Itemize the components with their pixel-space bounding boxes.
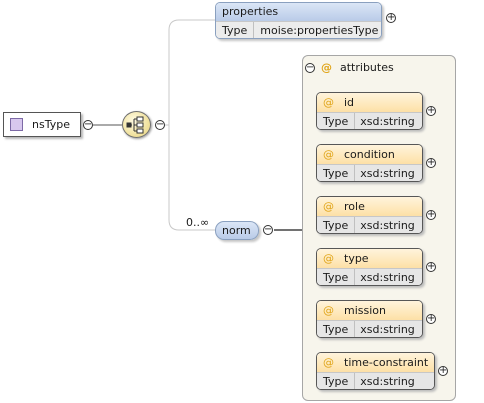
complex-type-icon (10, 118, 23, 131)
expand-toggle-icon[interactable]: + (386, 12, 396, 23)
element-name: properties (216, 3, 381, 21)
expand-toggle-icon[interactable]: + (426, 261, 436, 272)
attribute-marker: @ (323, 252, 334, 265)
root-element-label: nsType (32, 118, 70, 131)
expand-toggle-icon[interactable]: + (438, 365, 448, 376)
attribute-condition[interactable]: @ condition Type xsd:string (316, 144, 423, 182)
type-value: xsd:string (360, 271, 415, 284)
sequence-to-norm-line (168, 125, 215, 231)
expand-toggle-icon[interactable]: + (426, 313, 436, 324)
type-label: Type (317, 269, 356, 285)
root-element-nstype[interactable]: nsType (3, 112, 81, 137)
type-label: Type (216, 22, 255, 38)
type-value: xsd:string (360, 115, 415, 128)
element-properties[interactable]: properties Type moise:propertiesType (215, 2, 382, 39)
collapse-toggle-icon[interactable]: − (83, 119, 93, 130)
type-label: Type (317, 321, 356, 337)
attribute-type[interactable]: @ type Type xsd:string (316, 248, 423, 286)
attribute-mission[interactable]: @ mission Type xsd:string (316, 300, 423, 338)
attribute-name: mission (344, 304, 386, 317)
attribute-marker: @ (323, 200, 334, 213)
attributes-title: attributes (340, 61, 394, 74)
attribute-name: time-constraint (344, 356, 429, 369)
type-value: xsd:string (360, 219, 415, 232)
attribute-id[interactable]: @ id Type xsd:string (316, 92, 423, 130)
attribute-marker: @ (323, 96, 334, 109)
attribute-name: type (344, 252, 369, 265)
attribute-marker: @ (323, 304, 334, 317)
type-value: moise:propertiesType (260, 24, 379, 37)
collapse-toggle-icon[interactable]: − (305, 61, 315, 73)
type-label: Type (317, 373, 356, 389)
attribute-marker: @ (321, 61, 332, 74)
type-value: xsd:string (360, 323, 415, 336)
element-type-row: Type moise:propertiesType (216, 21, 381, 38)
cardinality-label: 0..∞ (186, 216, 210, 229)
attribute-time-constraint[interactable]: @ time-constraint Type xsd:string (316, 352, 435, 390)
attribute-name: role (344, 200, 365, 213)
expand-toggle-icon[interactable]: + (426, 209, 436, 220)
attribute-marker: @ (323, 148, 334, 161)
sequence-to-properties-line (165, 19, 215, 126)
collapse-toggle-icon[interactable]: − (155, 119, 165, 130)
type-label: Type (317, 165, 356, 181)
expand-toggle-icon[interactable]: + (426, 105, 436, 116)
type-value: xsd:string (360, 167, 415, 180)
type-value: xsd:string (360, 375, 415, 388)
attribute-role[interactable]: @ role Type xsd:string (316, 196, 423, 234)
attributes-header[interactable]: − @ attributes (305, 61, 394, 74)
attribute-name: condition (344, 148, 395, 161)
type-label: Type (317, 217, 356, 233)
collapse-toggle-icon[interactable]: − (263, 224, 273, 235)
expand-toggle-icon[interactable]: + (426, 157, 436, 168)
attribute-marker: @ (323, 356, 334, 369)
type-label: Type (317, 113, 356, 129)
element-norm[interactable]: norm (215, 221, 259, 240)
attribute-name: id (344, 96, 355, 109)
sequence-compositor-icon[interactable] (122, 111, 151, 138)
